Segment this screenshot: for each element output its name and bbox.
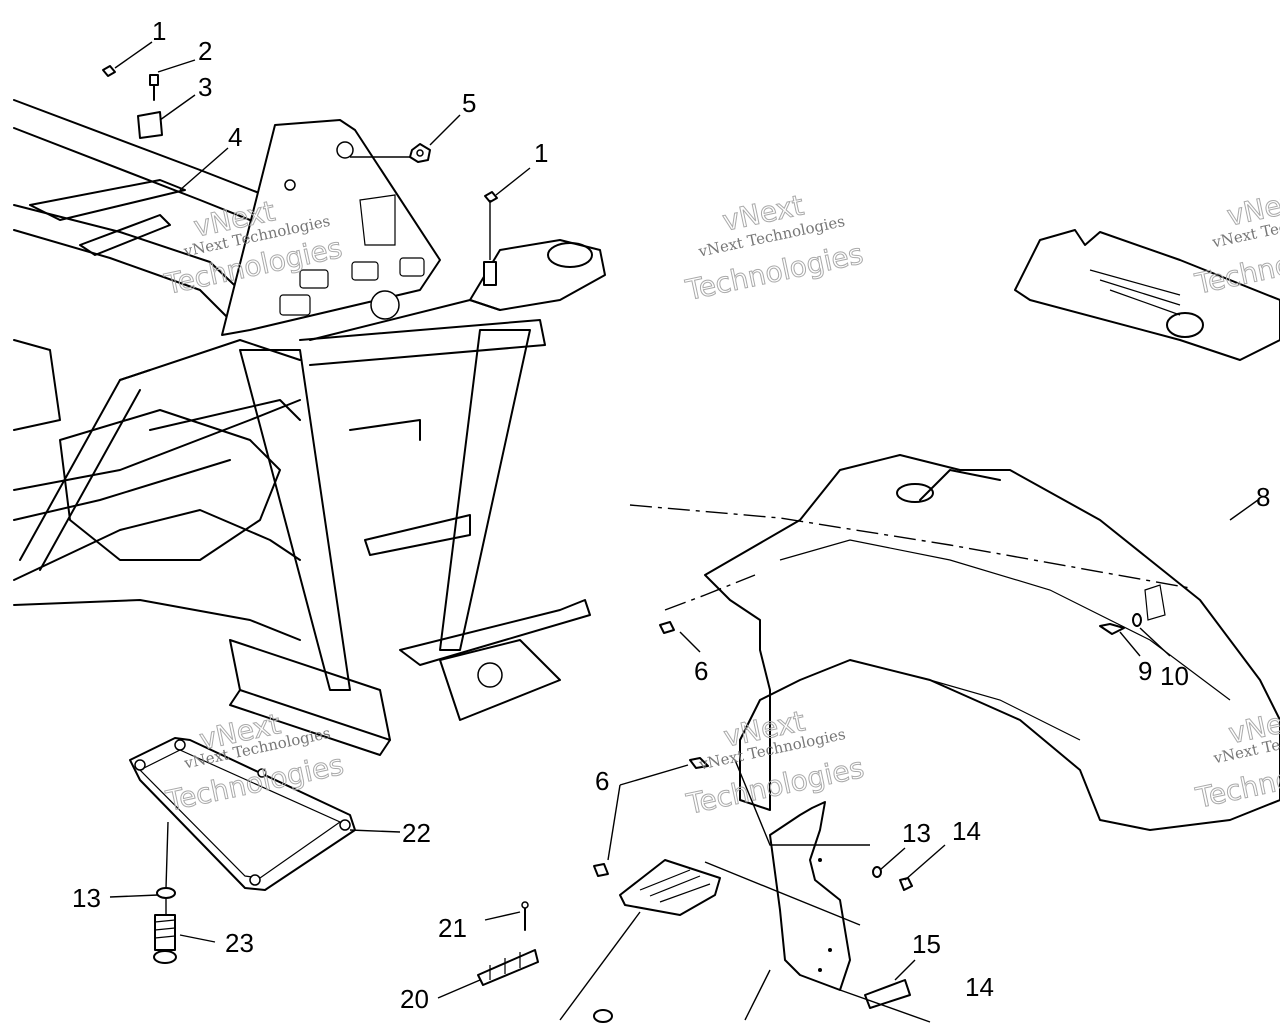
- callout-4: 4: [228, 122, 242, 152]
- nut-14-right: [899, 877, 913, 891]
- frame-assembly: [13, 99, 606, 756]
- mud-flap: [769, 801, 851, 991]
- callout-15: 15: [912, 929, 941, 959]
- callout-2: 2: [198, 36, 212, 66]
- callout-13-right: 13: [902, 818, 931, 848]
- nut-5: [409, 143, 431, 163]
- callout-21: 21: [438, 913, 467, 943]
- callout-20: 20: [400, 984, 429, 1014]
- washer-13-left: [156, 887, 176, 899]
- callout-3: 3: [198, 72, 212, 102]
- bolt-23: [153, 914, 177, 964]
- fender-8: [704, 454, 1280, 831]
- callout-10: 10: [1160, 661, 1189, 691]
- footrest-bracket: [619, 859, 721, 916]
- screw-2: [149, 74, 159, 101]
- bolt-bottom: [593, 1009, 613, 1023]
- callout-5: 5: [462, 88, 476, 118]
- callout-6-b: 6: [595, 766, 609, 796]
- washer-10: [1132, 613, 1142, 627]
- callout-9: 9: [1138, 656, 1152, 686]
- screw-6-a: [659, 621, 675, 634]
- callout-1-top: 1: [152, 16, 166, 46]
- callout-13-left: 13: [72, 883, 101, 913]
- washer-13-right: [872, 866, 882, 878]
- callout-1-right: 1: [534, 138, 548, 168]
- fastener-1-top: [102, 65, 116, 77]
- bracket-20: [477, 949, 539, 986]
- watermark-2: vNext vNext Technologies Technologies: [682, 188, 867, 308]
- screw-6-c: [593, 863, 609, 877]
- callout-8: 8: [1256, 482, 1270, 512]
- watermark-5: vNext vNext Technologies Technologies: [683, 704, 868, 822]
- rivet-21: [521, 901, 529, 931]
- callout-22: 22: [402, 818, 431, 848]
- rear-rack-piece: [1014, 229, 1280, 361]
- screw-6-b: [689, 757, 709, 769]
- fastener-1-right: [483, 191, 498, 286]
- callout-14-bottom: 14: [965, 972, 994, 1002]
- plate-15: [864, 979, 911, 1009]
- bolt-9: [1099, 623, 1125, 635]
- callout-6-a: 6: [694, 656, 708, 686]
- bracket-3: [137, 111, 163, 139]
- callout-23: 23: [225, 928, 254, 958]
- callout-14-right: 14: [952, 816, 981, 846]
